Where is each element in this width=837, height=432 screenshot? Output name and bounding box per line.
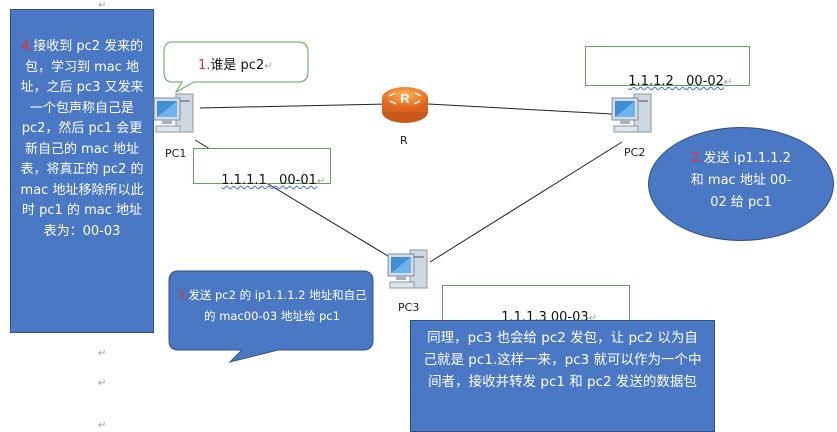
- callout-3: 3.发送 pc2 的 ip1.1.1.2 地址和自己的 mac00-03 地址给…: [176, 285, 368, 327]
- paragraph-mark: ↵: [98, 420, 107, 431]
- paragraph-mark: ↵: [98, 0, 107, 11]
- callout-4: 4.接收到 pc2 发来的包，学习到 mac 地址，之后 pc3 又发来一个包声…: [10, 9, 154, 333]
- link-pc1-router: [199, 103, 386, 109]
- step-number-3: 3.: [177, 288, 189, 302]
- step-number-2: 2.: [691, 151, 704, 166]
- step-number-4: 4.: [20, 39, 34, 54]
- callout-1-bubble: [163, 41, 309, 94]
- pc2-label: PC2: [624, 146, 646, 159]
- callout-1: 1.谁是 pc2↵: [198, 58, 273, 73]
- pc2-mac-table-text: 1.1.1.2 00-02: [628, 74, 724, 89]
- pc1-mac-table-text: 1.1.1.1 00-01: [221, 173, 317, 188]
- callout-2: 2.发送 ip1.1.1.2 和 mac 地址 00-02 给 pc1: [648, 127, 834, 241]
- router-icon: R: [382, 87, 428, 123]
- pc3-label: PC3: [398, 301, 420, 314]
- callout-3-text: 发送 pc2 的 ip1.1.1.2 地址和自己的 mac00-03 地址给 p…: [188, 288, 367, 323]
- callout-3-bubble: [168, 270, 374, 363]
- summary-text: 同理，pc3 也会给 pc2 发包，让 pc2 以为自己就是 pc1.这样一来，…: [423, 330, 702, 390]
- pc1-mac-table-box: 1.1.1.1 00-01↵: [193, 148, 331, 188]
- pc2-mac-table-box: 1.1.1.2 00-02↵: [585, 46, 750, 89]
- link-pc2-pc3: [429, 141, 623, 263]
- svg-text:R: R: [400, 91, 410, 106]
- step-number-1: 1.: [198, 58, 211, 73]
- paragraph-mark: ↵: [98, 378, 107, 389]
- link-router-pc2: [427, 103, 613, 115]
- pc1-label: PC1: [165, 147, 187, 160]
- pc3-computer-icon: [387, 249, 428, 289]
- pc3-mac-table-box: 1.1.1.3 00-03↵: [442, 285, 630, 325]
- callout-1-text: 谁是 pc2: [210, 58, 265, 73]
- callout-4-text: 接收到 pc2 发来的包，学习到 mac 地址，之后 pc3 又发来一个包声称自…: [20, 39, 144, 239]
- pc2-computer-icon: [611, 93, 652, 133]
- callout-2-text: 发送 ip1.1.1.2 和 mac 地址 00-02 给 pc1: [690, 151, 792, 210]
- pc1-computer-icon: [153, 93, 194, 133]
- paragraph-mark: ↵: [98, 348, 107, 359]
- summary-box: 同理，pc3 也会给 pc2 发包，让 pc2 以为自己就是 pc1.这样一来，…: [410, 320, 715, 432]
- router-label: R: [400, 134, 408, 147]
